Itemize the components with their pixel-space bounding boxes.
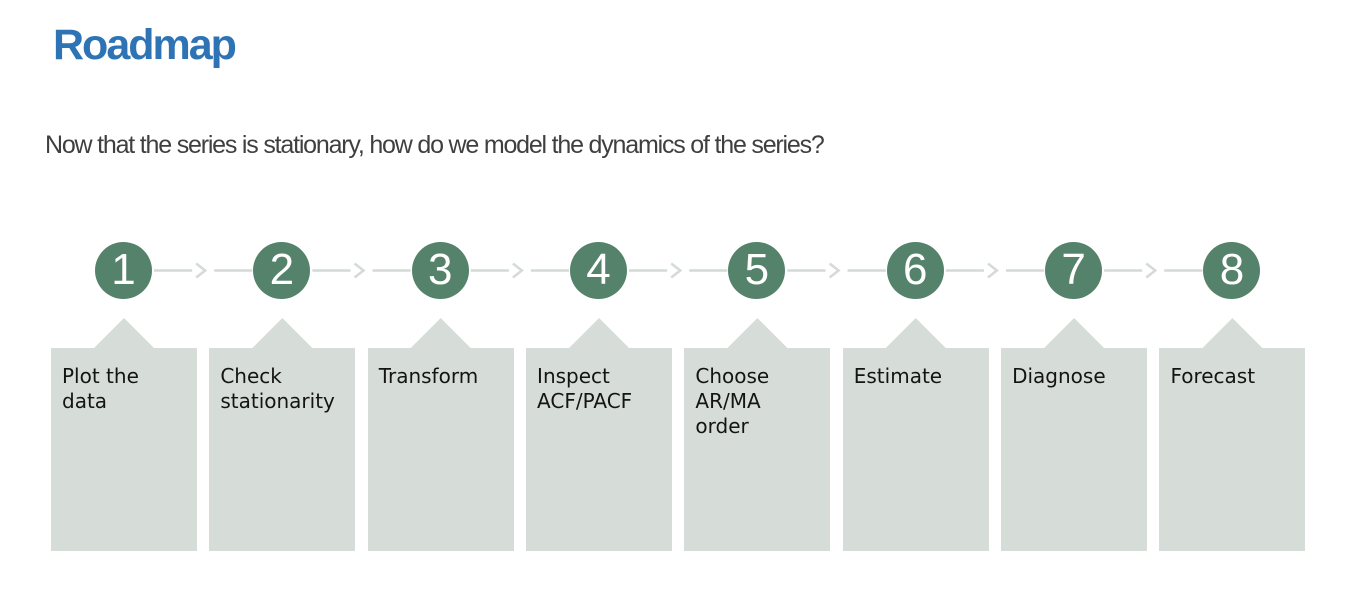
step-label: Transform bbox=[378, 364, 479, 388]
step-label-box: Choose AR/MA order bbox=[684, 348, 831, 551]
step-number-circle: 1 bbox=[95, 242, 152, 299]
step-pointer-triangle bbox=[1200, 318, 1265, 350]
step-number: 2 bbox=[269, 245, 295, 294]
step-number: 8 bbox=[1219, 245, 1245, 294]
step-pointer-triangle bbox=[1042, 318, 1107, 350]
step-number: 4 bbox=[586, 245, 611, 294]
step-label-box: Transform bbox=[367, 348, 514, 551]
step-label-box: Diagnose bbox=[1001, 348, 1148, 551]
step-number-circle: 7 bbox=[1045, 242, 1103, 299]
step-pointer-triangle bbox=[725, 318, 790, 350]
roadmap-step: 2 Check stationarity bbox=[209, 242, 356, 551]
roadmap-step: 3 Transform bbox=[367, 242, 514, 551]
roadmap-step: 5 Choose AR/MA order bbox=[684, 242, 831, 551]
step-number-circle: 3 bbox=[411, 242, 469, 299]
step-label: Check stationarity bbox=[220, 364, 335, 413]
step-number: 3 bbox=[427, 245, 453, 294]
step-label-box: Estimate bbox=[842, 348, 989, 551]
slide-subtitle: Now that the series is stationary, how d… bbox=[45, 131, 825, 159]
step-label: Estimate bbox=[853, 364, 943, 388]
roadmap-step: 6 Estimate bbox=[842, 242, 989, 551]
step-label-box: Inspect ACF/PACF bbox=[526, 348, 673, 551]
step-label: Forecast bbox=[1170, 364, 1256, 388]
step-label: Plot the data bbox=[62, 364, 139, 413]
step-number-circle: 8 bbox=[1203, 242, 1261, 299]
step-pointer-triangle bbox=[883, 318, 948, 350]
step-number-circle: 2 bbox=[253, 242, 311, 299]
step-number: 6 bbox=[903, 245, 928, 294]
step-pointer-triangle bbox=[250, 318, 315, 350]
step-number-circle: 5 bbox=[728, 242, 786, 299]
step-label-box: Check stationarity bbox=[209, 348, 356, 551]
step-number-circle: 6 bbox=[886, 242, 944, 299]
roadmap-step: 7 Diagnose bbox=[1001, 242, 1148, 551]
roadmap-step: 8 Forecast bbox=[1159, 242, 1306, 551]
step-label-box: Plot the data bbox=[51, 348, 197, 551]
step-label-box: Forecast bbox=[1159, 348, 1306, 551]
step-label: Choose AR/MA order bbox=[695, 364, 770, 438]
step-label: Diagnose bbox=[1012, 364, 1106, 388]
step-pointer-triangle bbox=[408, 318, 473, 350]
step-pointer-triangle bbox=[567, 318, 632, 350]
roadmap-step: 4 Inspect ACF/PACF bbox=[526, 242, 673, 551]
step-pointer-triangle bbox=[92, 318, 156, 350]
step-number: 1 bbox=[111, 245, 136, 294]
step-label: Inspect ACF/PACF bbox=[537, 364, 633, 413]
step-number: 5 bbox=[744, 245, 770, 294]
step-number: 7 bbox=[1061, 245, 1086, 294]
slide-title: Roadmap bbox=[53, 21, 237, 69]
roadmap-step: 1 Plot the data bbox=[51, 242, 197, 551]
step-number-circle: 4 bbox=[570, 242, 628, 299]
